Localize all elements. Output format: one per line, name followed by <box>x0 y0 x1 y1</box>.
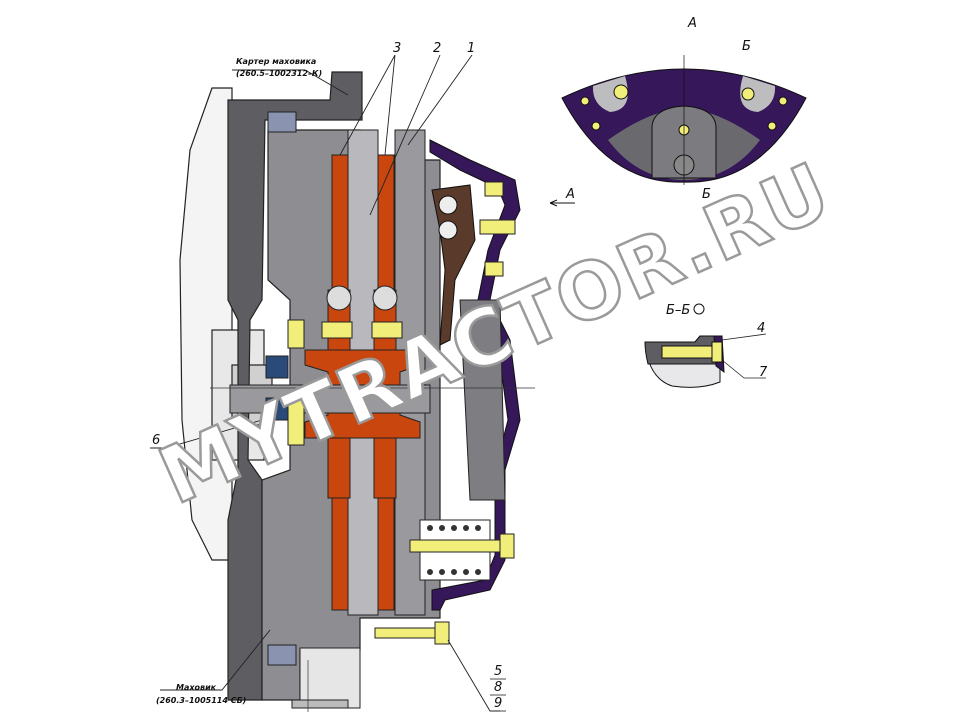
input-shaft <box>229 384 431 414</box>
section-bb-title: Б–Б <box>666 303 690 318</box>
callout-3: 3 <box>393 41 401 56</box>
flywheel-code-label: (260.3–1005114 СБ) <box>156 696 246 705</box>
housing-code-label: (260.5–1002312–К) <box>236 69 322 78</box>
flywheel-ring-gear <box>299 647 361 709</box>
callout-7: 7 <box>759 365 768 380</box>
view-a-detail <box>561 55 807 185</box>
hub-bolts <box>265 319 403 446</box>
callout-5: 5 <box>494 664 502 679</box>
callout-6: 6 <box>152 433 160 448</box>
leader-lines <box>150 54 500 712</box>
callout-9: 9 <box>494 696 502 711</box>
housing-name-label: Картер маховика <box>236 57 316 66</box>
scale-circle-icon <box>693 303 705 315</box>
cover-bolts <box>374 181 516 645</box>
view-a-arrow-icon <box>549 199 575 207</box>
flywheel-name-label: Маховик <box>176 683 217 692</box>
bearing-housing <box>459 299 506 501</box>
lever-pin-lower <box>438 220 458 240</box>
seal-upper <box>267 111 297 133</box>
section-bb-detail <box>644 335 725 388</box>
starter-gear <box>291 699 349 709</box>
callout-2: 2 <box>433 41 441 56</box>
view-a-arrow-label: А <box>565 187 575 202</box>
center-lines <box>210 387 535 712</box>
seal-lower <box>267 644 297 666</box>
view-a-title: А <box>687 16 697 31</box>
lever-pin-upper <box>438 195 458 215</box>
callout-8: 8 <box>494 680 502 695</box>
callout-1: 1 <box>467 41 475 56</box>
section-b-mark-bottom: Б <box>702 187 711 202</box>
bb-leaders <box>721 333 767 379</box>
callout-4: 4 <box>757 321 765 336</box>
callout-stack-box <box>490 678 506 712</box>
section-b-mark-top: Б <box>742 39 751 54</box>
